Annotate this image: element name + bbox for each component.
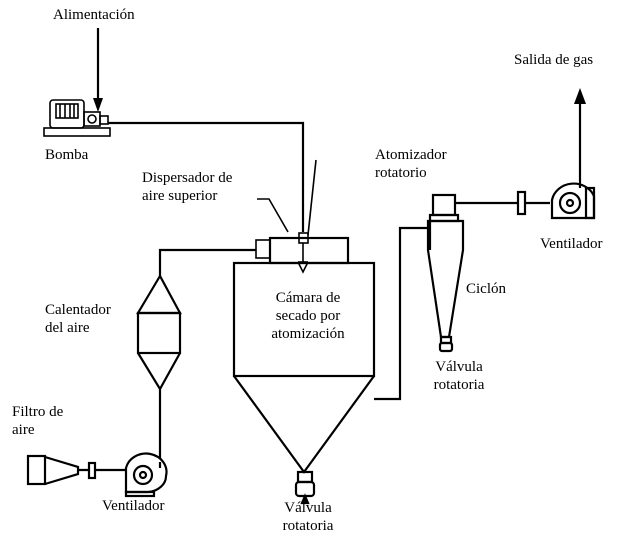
label-air-disperser: Dispersador de aire superior bbox=[142, 170, 233, 204]
label-air-filter: Filtro de aire bbox=[12, 404, 64, 438]
drying-chamber bbox=[232, 261, 376, 505]
chamber-to-cyclone-duct bbox=[374, 226, 430, 401]
feed-arrow bbox=[93, 28, 103, 112]
label-cyclone-valve: Válvula rotatoria bbox=[433, 359, 485, 393]
pump-icon bbox=[43, 99, 111, 137]
label-chamber-valve: Válvula rotatoria bbox=[282, 500, 334, 534]
label-cyclone: Ciclón bbox=[466, 281, 506, 297]
label-drying-chamber: Cámara de secado por atomización bbox=[271, 290, 345, 342]
label-pump: Bomba bbox=[45, 147, 89, 163]
air-filter-icon bbox=[26, 454, 128, 486]
damper bbox=[516, 190, 527, 216]
air-heater bbox=[136, 273, 182, 462]
dispersador-pointer bbox=[257, 198, 289, 233]
label-air-heater: Calentador del aire bbox=[45, 302, 111, 336]
outlet-fan-icon bbox=[550, 182, 596, 220]
exhaust-arrow bbox=[574, 88, 586, 188]
label-outlet-fan: Ventilador bbox=[540, 236, 603, 252]
atomizer-icon bbox=[297, 159, 317, 274]
feed-line bbox=[108, 121, 305, 232]
label-gas-outlet: Salida de gas bbox=[514, 52, 594, 68]
label-atomizer: Atomizador rotatorio bbox=[375, 147, 447, 181]
label-feed: Alimentación bbox=[53, 7, 135, 23]
cyclone bbox=[426, 193, 465, 353]
label-inlet-fan: Ventilador bbox=[102, 498, 165, 514]
inlet-fan-icon bbox=[124, 452, 168, 498]
air-disperser bbox=[268, 236, 350, 265]
hot-air-line bbox=[158, 248, 256, 276]
air-inlet-fitting bbox=[255, 239, 271, 259]
